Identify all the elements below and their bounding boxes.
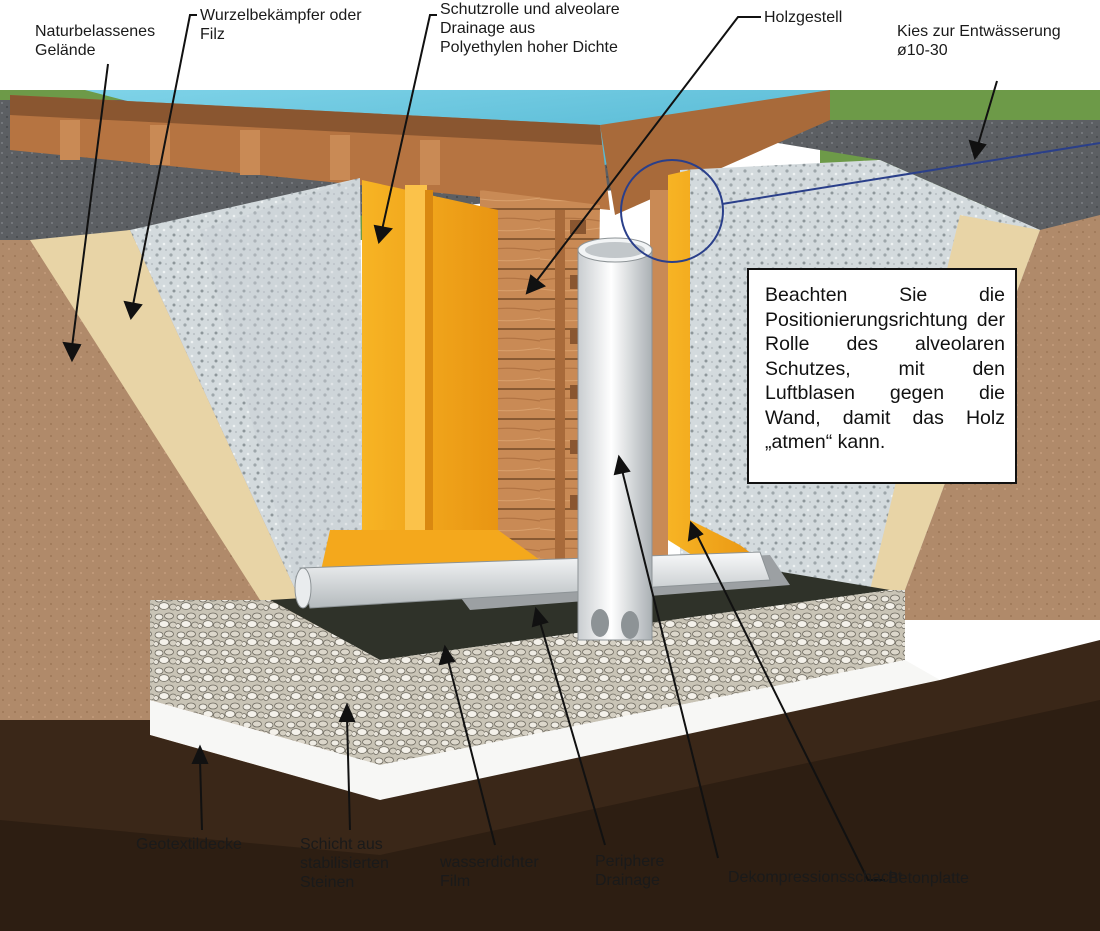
label-protection-roll: Schutzrolle und alveolare Drainage aus P… (440, 1, 620, 56)
label-waterproof-film: wasserdichter Film (440, 854, 539, 890)
label-geotextile: Geotextildecke (136, 836, 242, 853)
label-decompression-shaft: Dekompressionsschacht (728, 869, 903, 886)
note-text: Beachten Sie die Positionierungsrichtung… (765, 284, 1005, 453)
label-wood-frame: Holzgestell (764, 9, 843, 26)
label-peripheral-drain: Periphere Drainage (595, 853, 665, 889)
label-terrain: Naturbelassenes Gelände (35, 23, 156, 59)
label-drain-gravel: Kies zur Entwässerung ø10-30 (897, 23, 1061, 59)
label-root-barrier: Wurzelbekämpfer oder Filz (200, 7, 362, 43)
label-concrete-slab: Betonplatte (888, 870, 969, 887)
note-box: Beachten Sie die Positionierungsrichtung… (747, 268, 1017, 484)
label-stone-layer: Schicht aus stabilisierten Steinen (300, 836, 389, 891)
